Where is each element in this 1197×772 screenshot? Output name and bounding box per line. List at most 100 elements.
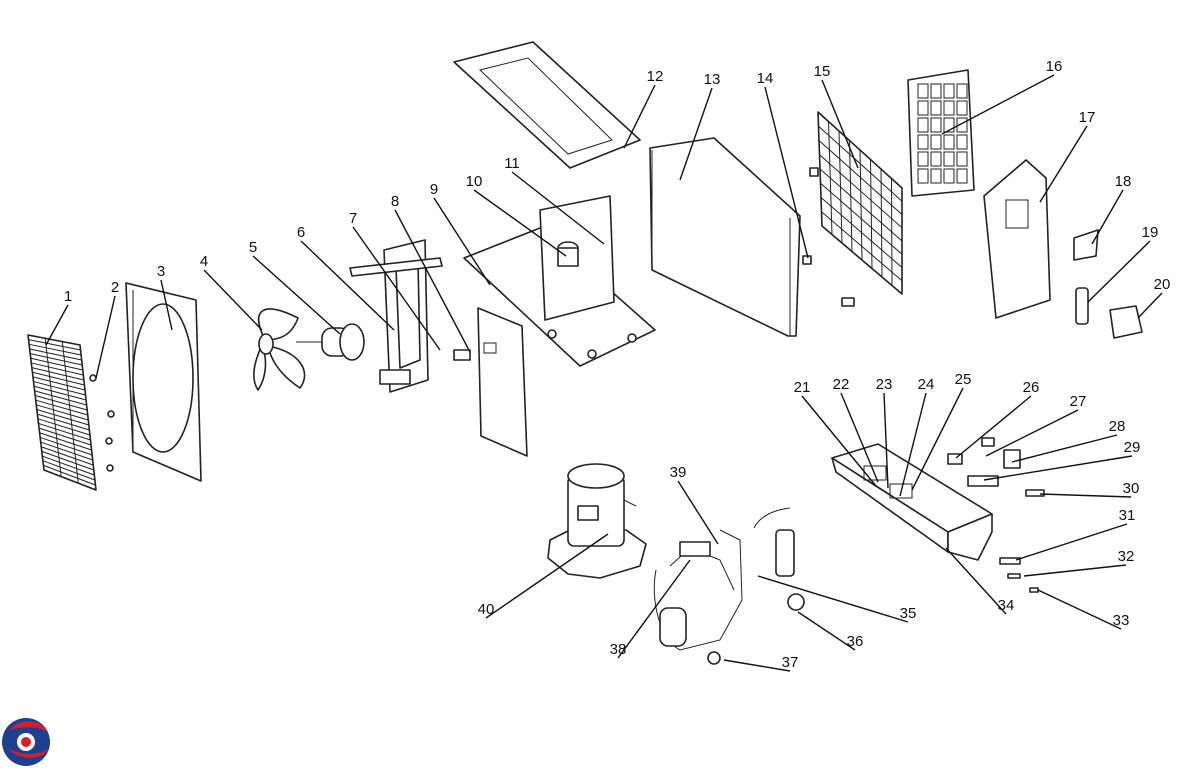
leader-line-27 bbox=[985, 409, 1079, 457]
part-12-top-cover bbox=[453, 41, 641, 169]
leader-line-16 bbox=[941, 74, 1055, 135]
callout-34: 34 bbox=[998, 597, 1015, 614]
callout-15: 15 bbox=[814, 63, 831, 80]
callout-24: 24 bbox=[918, 376, 935, 393]
brand-logo-icon bbox=[2, 718, 50, 766]
callout-27: 27 bbox=[1070, 393, 1087, 410]
leader-line-12 bbox=[623, 84, 656, 149]
callout-26: 26 bbox=[1023, 379, 1040, 396]
callout-3: 3 bbox=[157, 263, 165, 280]
callout-31: 31 bbox=[1119, 507, 1136, 524]
leader-line-7 bbox=[352, 226, 441, 351]
callout-28: 28 bbox=[1109, 418, 1126, 435]
leader-line-14 bbox=[764, 86, 809, 259]
callout-13: 13 bbox=[704, 71, 721, 88]
part-16-rear-guard bbox=[907, 69, 975, 197]
callout-14: 14 bbox=[757, 70, 774, 87]
callout-21: 21 bbox=[794, 379, 811, 396]
leader-line-6 bbox=[300, 240, 395, 331]
leader-line-1 bbox=[45, 304, 69, 346]
leader-line-32 bbox=[1023, 564, 1127, 577]
callout-5: 5 bbox=[249, 239, 257, 256]
part-20-cover bbox=[1109, 305, 1143, 339]
leader-line-9 bbox=[433, 197, 491, 286]
leader-line-31 bbox=[1015, 523, 1128, 561]
callout-33: 33 bbox=[1113, 612, 1130, 629]
leader-line-29 bbox=[983, 455, 1133, 481]
part-10-11-base-chassis bbox=[463, 195, 656, 367]
callout-36: 36 bbox=[847, 633, 864, 650]
callout-4: 4 bbox=[200, 253, 208, 270]
leader-line-38 bbox=[617, 559, 691, 659]
callout-6: 6 bbox=[297, 224, 305, 241]
leader-line-35 bbox=[757, 575, 909, 623]
leader-line-10 bbox=[473, 189, 567, 257]
leader-line-2 bbox=[95, 295, 116, 379]
callout-22: 22 bbox=[833, 376, 850, 393]
callout-16: 16 bbox=[1046, 58, 1063, 75]
leader-line-36 bbox=[797, 611, 856, 651]
part-1-front-grille bbox=[27, 334, 97, 491]
callout-32: 32 bbox=[1118, 548, 1135, 565]
callout-35: 35 bbox=[900, 605, 917, 622]
leader-line-15 bbox=[821, 79, 859, 169]
callout-23: 23 bbox=[876, 376, 893, 393]
part-9-right-panel bbox=[477, 307, 528, 457]
leader-line-40 bbox=[485, 533, 609, 619]
callout-11: 11 bbox=[504, 155, 520, 172]
leader-line-25 bbox=[911, 387, 964, 491]
callout-40: 40 bbox=[478, 601, 495, 618]
part-2-screws bbox=[89, 374, 115, 472]
callout-12: 12 bbox=[647, 68, 664, 85]
leader-line-20 bbox=[1137, 292, 1163, 319]
callout-9: 9 bbox=[430, 181, 438, 198]
part-38-39-piping bbox=[653, 529, 743, 651]
callout-37: 37 bbox=[782, 654, 799, 671]
callout-17: 17 bbox=[1079, 109, 1096, 126]
part-8-clip bbox=[453, 349, 471, 361]
leader-line-17 bbox=[1039, 125, 1088, 203]
part-40-compressor bbox=[547, 463, 647, 579]
callout-29: 29 bbox=[1124, 439, 1141, 456]
leader-line-8 bbox=[394, 209, 471, 353]
leader-lines bbox=[45, 74, 1163, 672]
callout-7: 7 bbox=[349, 210, 357, 227]
callout-30: 30 bbox=[1123, 480, 1140, 497]
part-19-valve-cover bbox=[1075, 287, 1089, 325]
leader-line-33 bbox=[1037, 589, 1122, 630]
leader-line-28 bbox=[1011, 434, 1118, 463]
leader-line-5 bbox=[252, 255, 341, 335]
callout-8: 8 bbox=[391, 193, 399, 210]
leader-line-3 bbox=[160, 279, 173, 331]
leader-line-37 bbox=[723, 659, 791, 672]
leader-line-13 bbox=[679, 87, 713, 181]
leader-line-30 bbox=[1039, 493, 1132, 498]
leader-line-21 bbox=[801, 395, 877, 487]
callout-10: 10 bbox=[466, 173, 483, 190]
part-18-handle bbox=[1073, 229, 1099, 261]
part-4-fan-blade bbox=[253, 308, 306, 391]
part-5-fan-motor bbox=[296, 323, 365, 361]
callout-20: 20 bbox=[1154, 276, 1171, 293]
leader-line-19 bbox=[1087, 240, 1151, 303]
leader-line-18 bbox=[1091, 189, 1124, 245]
leader-line-23 bbox=[883, 392, 889, 489]
part-7-strip bbox=[349, 257, 443, 277]
leader-line-26 bbox=[955, 395, 1032, 459]
leader-line-11 bbox=[511, 171, 605, 245]
leader-line-24 bbox=[899, 392, 927, 497]
callout-25: 25 bbox=[955, 371, 972, 388]
leader-line-34 bbox=[945, 547, 1007, 615]
callout-19: 19 bbox=[1142, 224, 1159, 241]
leader-line-4 bbox=[203, 269, 263, 331]
callout-38: 38 bbox=[610, 641, 627, 658]
parts-26-33-components bbox=[947, 437, 1045, 593]
callout-2: 2 bbox=[111, 279, 119, 296]
part-35-37-valves bbox=[707, 507, 805, 665]
callout-39: 39 bbox=[670, 464, 687, 481]
part-3-front-panel bbox=[125, 282, 202, 482]
part-17-side-panel bbox=[983, 159, 1051, 319]
